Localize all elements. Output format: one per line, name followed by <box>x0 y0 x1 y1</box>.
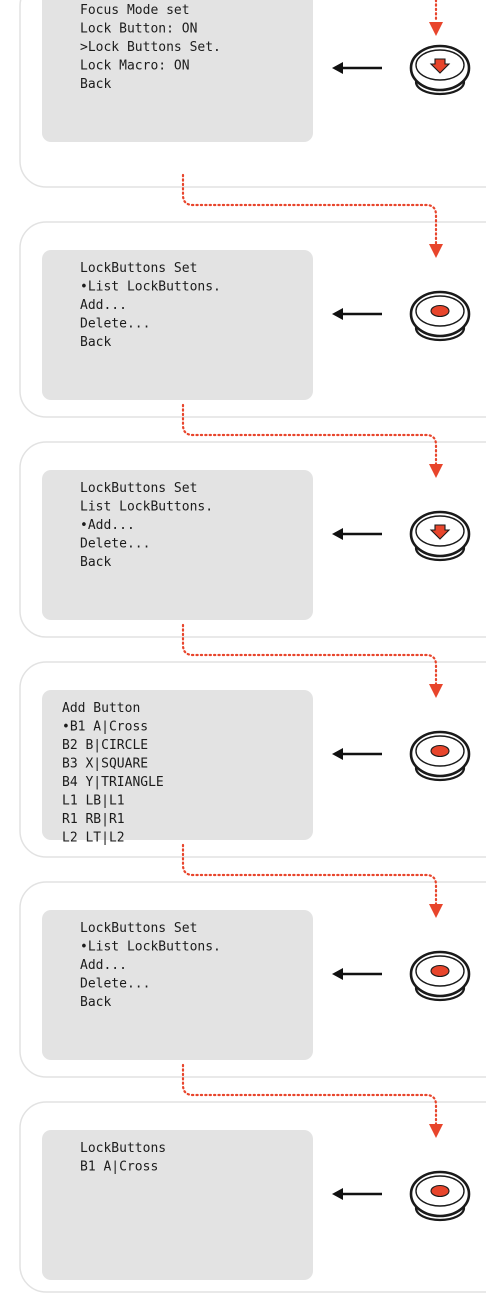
indicator-arrow-icon <box>332 62 382 74</box>
flow-arrow-icon <box>181 623 443 698</box>
menu-line: B3 X|SQUARE <box>62 757 148 772</box>
menu-line: LockButtons Set <box>80 481 197 496</box>
joystick-click-icon <box>409 1170 471 1222</box>
flow-arrow-icon <box>181 173 443 258</box>
lcd-screen <box>42 1130 313 1280</box>
indicator-arrow-icon <box>332 968 382 980</box>
menu-line: Add... <box>80 958 127 973</box>
step-panel: LockButtons Set •List LockButtons. Add...… <box>19 881 486 1078</box>
joystick-click-icon <box>409 730 471 782</box>
menu-line: •Add... <box>80 518 135 533</box>
menu-line: Back <box>80 555 111 570</box>
menu-line: Add Button <box>62 701 140 716</box>
menu-line: L2 LT|L2 <box>62 831 125 846</box>
joystick-press-down-icon <box>409 510 471 562</box>
menu-line: LockButtons <box>80 1141 166 1156</box>
flow-arrow-icon <box>181 843 443 918</box>
joystick-press-down-icon <box>409 44 471 96</box>
menu-line: R1 RB|R1 <box>62 812 125 827</box>
menu-line: B1 A|Cross <box>80 1160 158 1175</box>
menu-line: B4 Y|TRIANGLE <box>62 775 164 790</box>
indicator-arrow-icon <box>332 1188 382 1200</box>
menu-line: Lock Button: ON <box>80 22 197 37</box>
menu-line: LockButtons Set <box>80 921 197 936</box>
menu-line: Back <box>80 335 111 350</box>
indicator-arrow-icon <box>332 748 382 760</box>
step-panel: LockButtons Set •List LockButtons. Add...… <box>19 221 486 418</box>
menu-line: Delete... <box>80 977 150 992</box>
menu-line: B2 B|CIRCLE <box>62 738 148 753</box>
menu-line: Add... <box>80 298 127 313</box>
flow-arrow-icon <box>429 0 443 36</box>
menu-line: List LockButtons. <box>80 500 213 515</box>
menu-line: LockButtons Set <box>80 261 197 276</box>
menu-line: Back <box>80 77 111 92</box>
menu-line: L1 LB|L1 <box>62 794 125 809</box>
menu-line: •B1 A|Cross <box>62 720 148 735</box>
menu-line: •List LockButtons. <box>80 940 221 955</box>
joystick-click-icon <box>409 290 471 342</box>
menu-line: >Lock Buttons Set. <box>80 40 221 55</box>
lcd-screen <box>42 690 313 840</box>
indicator-arrow-icon <box>332 308 382 320</box>
lcd-screen <box>42 910 313 1060</box>
menu-line: Lock Macro: ON <box>80 59 190 74</box>
menu-line: Back <box>80 995 111 1010</box>
step-panel: LockButtons B1 A|Cross <box>19 1101 486 1293</box>
flow-arrow-icon <box>181 403 443 478</box>
flow-arrow-icon <box>181 1063 443 1138</box>
step-panel: LockButtons Set List LockButtons. •Add...… <box>19 441 486 638</box>
step-panel: Add Button •B1 A|Cross B2 B|CIRCLE B3 X|S… <box>19 661 486 858</box>
menu-line: Delete... <box>80 317 150 332</box>
menu-line: Delete... <box>80 537 150 552</box>
indicator-arrow-icon <box>332 528 382 540</box>
menu-line: Focus Mode set <box>80 3 190 18</box>
lcd-screen <box>42 470 313 620</box>
lcd-screen <box>42 0 313 142</box>
menu-line: •List LockButtons. <box>80 280 221 295</box>
lcd-screen <box>42 250 313 400</box>
joystick-click-icon <box>409 950 471 1002</box>
